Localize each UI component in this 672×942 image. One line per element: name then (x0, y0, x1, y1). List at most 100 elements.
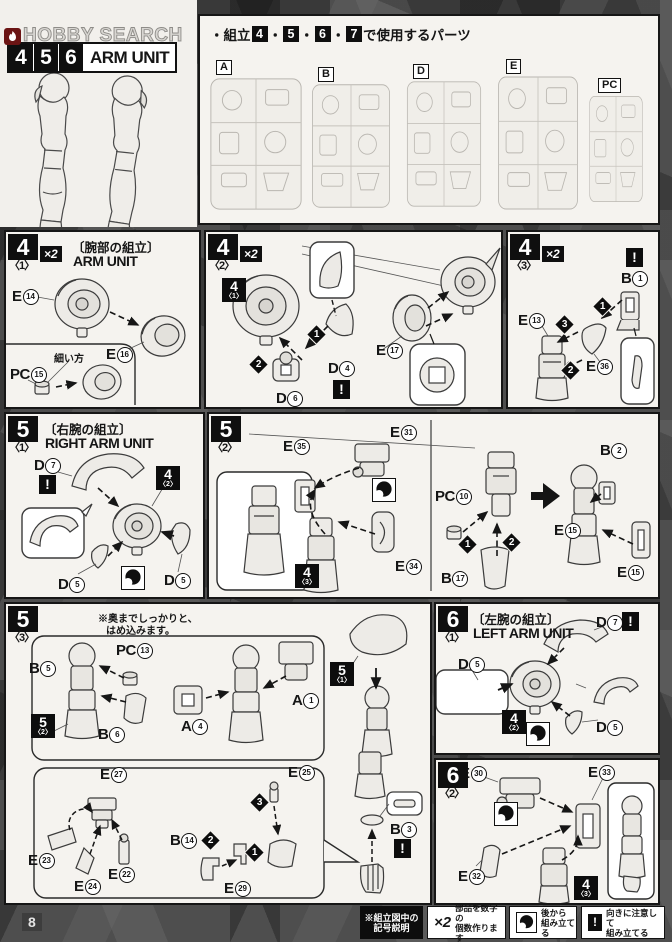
attach-later-icon (494, 802, 518, 826)
step-title-jp: 〔腕部の組立〕 (72, 241, 160, 255)
attach-later-icon (372, 478, 396, 502)
step-6-2-header: 6 〈2〉 (438, 762, 468, 801)
runner-label-a: A (216, 60, 232, 75)
separator: ・ (268, 28, 283, 43)
legend-caution-line1: 向きに注意して (606, 907, 658, 928)
step-substep: 〈1〉 (439, 632, 465, 644)
usage-step-4: 4 (251, 26, 268, 42)
legend-header: ※組立図中の 記号説明 (360, 906, 423, 939)
caution-icon: ! (39, 475, 56, 494)
runner-e-illustration (498, 76, 578, 210)
parts-usage-panel: ・組立 4 ・ 5 ・ 6 ・ 7 で使用するパーツ A B D E PC (198, 14, 660, 225)
attach-later-icon (121, 566, 145, 590)
caution-icon: ! (626, 248, 643, 267)
page-number: 8 (22, 913, 42, 931)
parts-usage-prefix: ・組立 (210, 28, 251, 43)
step-substep: 〈2〉 (209, 260, 235, 272)
caution-icon: ! (588, 914, 602, 931)
runner-label-b: B (318, 67, 334, 82)
step-5-1-header: 5 〈1〉 (8, 416, 38, 455)
step-4-2-header: 4 〈2〉 (208, 234, 238, 273)
watermark-text: HOBBY SEARCH (23, 25, 183, 47)
runner-b-illustration (312, 84, 390, 208)
section-title: 4 5 6 ARM UNIT (7, 42, 178, 73)
multiplier-x2: ×2 (40, 246, 62, 262)
runner-d-illustration (406, 81, 482, 207)
step-number: 4 (8, 234, 38, 260)
legend-caution: ! 向きに注意して 組み立てる (581, 906, 665, 939)
step-4-2-panel: 4 〈2〉 ×2 (204, 230, 503, 409)
note-push-firmly-2: はめ込みます。 (106, 626, 175, 637)
note-thin-side: 細い方 (54, 354, 84, 365)
usage-step-5: 5 (283, 26, 299, 42)
subassembly-badge-4-3: 4〈3〉 (574, 876, 598, 900)
runner-a-illustration (210, 78, 302, 210)
step-substep: 〈1〉 (9, 260, 35, 272)
parts-usage-suffix: で使用するパーツ (363, 28, 471, 43)
step-number: 4 (510, 234, 540, 260)
legend-later-line2: 組み立てる (541, 917, 576, 938)
step-5-2-header: 5 〈2〉 (211, 416, 241, 455)
subassembly-badge-4-3: 4〈3〉 (295, 564, 319, 588)
step-title-en: LEFT ARM UNIT (473, 625, 574, 641)
separator: ・ (331, 28, 346, 43)
illustration-step-4-1 (6, 278, 186, 405)
illustration-step-5-2 (216, 420, 651, 594)
step-substep: 〈1〉 (9, 442, 35, 454)
caution-icon: ! (394, 839, 411, 858)
step-5-3-panel: 5 〈3〉 ※奥までしっかりと、 はめ込みます。 (4, 602, 432, 905)
usage-step-6: 6 (314, 26, 331, 42)
legend-later-line1: 後から (541, 907, 567, 918)
legend-attach-later: 後から 組み立てる (509, 906, 577, 939)
x2-icon: ×2 (434, 914, 452, 931)
section-title-text: ARM UNIT (90, 47, 170, 67)
step-substep: 〈3〉 (511, 260, 537, 272)
subassembly-badge-5-1: 5〈1〉 (330, 662, 354, 686)
step-number: 6 (438, 762, 468, 788)
subassembly-badge-5-2: 5〈2〉 (31, 714, 55, 738)
step-substep: 〈2〉 (439, 788, 465, 800)
legend-x2-line1: 部品を数字の (455, 902, 498, 923)
parts-usage-heading: ・組立 4 ・ 5 ・ 6 ・ 7 で使用するパーツ (210, 24, 471, 44)
attach-later-icon (516, 912, 537, 933)
step-5-3-header: 5 〈3〉 (8, 606, 38, 645)
caution-icon: ! (333, 380, 350, 399)
title-area: HOBBY SEARCH 4 5 6 ARM UNIT (0, 0, 197, 227)
step-substep: 〈3〉 (9, 632, 35, 644)
step-6-2-panel: 6 〈2〉 E30 E33 E32 4〈3〉 (434, 758, 660, 905)
usage-step-7: 7 (346, 26, 362, 42)
step-title-jp: 〔左腕の組立〕 (472, 613, 560, 627)
step-substep: 〈2〉 (212, 442, 238, 454)
attach-later-icon (526, 722, 550, 746)
step-number: 5 (8, 606, 38, 632)
